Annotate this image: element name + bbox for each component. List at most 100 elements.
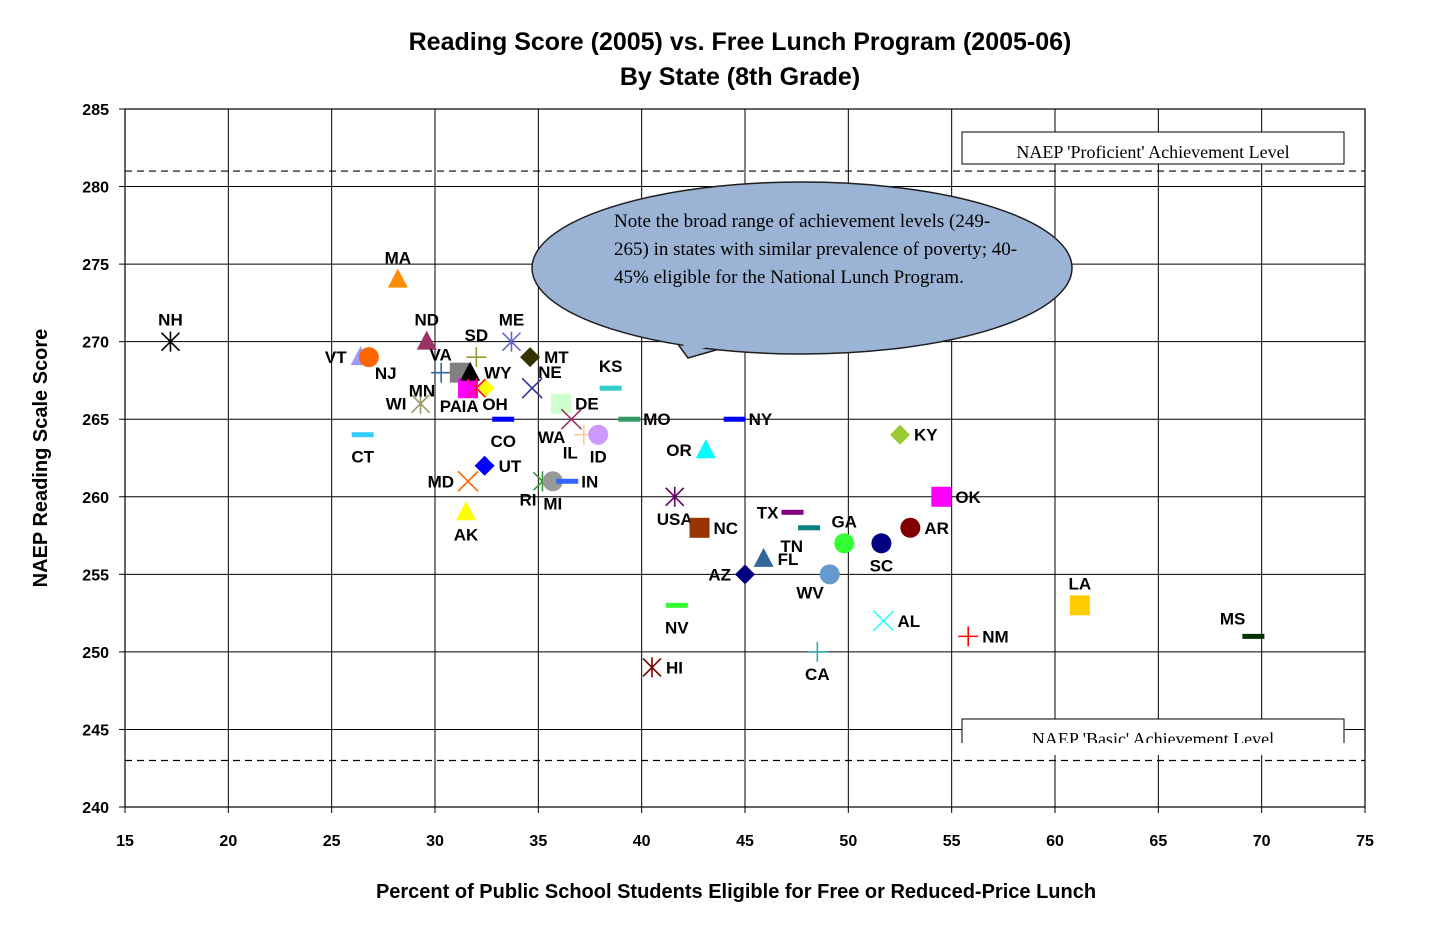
point-label: KS — [599, 357, 623, 376]
point-AR: AR — [900, 517, 949, 538]
x-tick-label: 75 — [1356, 833, 1374, 850]
point-label: CO — [490, 432, 516, 451]
annotation-callout: Note the broad range of achievement leve… — [531, 181, 1073, 359]
marker-star — [160, 331, 181, 352]
point-KY: KY — [890, 424, 938, 445]
point-label: RI — [519, 490, 536, 509]
point-label: ID — [590, 448, 607, 467]
y-tick-label: 270 — [82, 335, 109, 352]
x-tick-label: 15 — [116, 833, 134, 850]
point-TX: TX — [757, 503, 804, 522]
y-tick-label: 285 — [82, 102, 109, 119]
marker-triangle — [460, 361, 481, 381]
point-label: AR — [924, 519, 949, 538]
marker-square — [458, 378, 479, 399]
point-HI: HI — [642, 657, 683, 677]
y-tick-label: 240 — [82, 800, 109, 817]
marker-dash — [556, 478, 579, 484]
point-label: WA — [538, 428, 565, 447]
marker-star — [410, 393, 431, 414]
point-MN: MN — [409, 362, 452, 401]
point-NM: NM — [958, 626, 1009, 647]
marker-diamond — [474, 455, 495, 476]
point-MT: MT — [520, 347, 569, 368]
point-AL: AL — [872, 610, 920, 632]
point-label: TX — [757, 503, 779, 522]
point-label: WI — [386, 395, 407, 414]
point-label: DE — [575, 395, 599, 414]
point-label: PA — [440, 397, 462, 416]
marker-cross — [457, 470, 479, 492]
marker-square — [931, 486, 952, 507]
marker-dash — [723, 416, 746, 422]
point-label: NH — [158, 311, 183, 330]
point-label: IL — [563, 444, 578, 463]
x-tick-label: 55 — [943, 833, 961, 850]
marker-cross — [872, 610, 895, 632]
point-label: MN — [409, 382, 435, 401]
point-CT: CT — [351, 432, 375, 467]
point-label: IN — [581, 472, 598, 491]
point-NY: NY — [723, 410, 773, 429]
point-ID: ID — [588, 424, 609, 467]
marker-circle — [900, 517, 921, 538]
chart-title: Reading Score (2005) vs. Free Lunch Prog… — [409, 28, 1072, 56]
point-NJ: NJ — [358, 347, 397, 383]
marker-square — [1069, 595, 1090, 616]
x-tick-label: 25 — [323, 833, 341, 850]
marker-triangle — [695, 439, 716, 459]
marker-dash — [351, 432, 374, 438]
point-label: HI — [666, 658, 683, 677]
marker-star — [501, 331, 522, 352]
point-USA: USA — [657, 486, 693, 529]
point-OR: OR — [666, 439, 716, 460]
marker-triangle — [456, 501, 476, 521]
x-tick-label: 70 — [1253, 833, 1271, 850]
y-tick-label: 245 — [82, 722, 109, 739]
point-MS: MS — [1220, 609, 1265, 639]
point-WI: WI — [386, 393, 431, 414]
marker-cross — [560, 408, 582, 430]
y-tick-label: 275 — [82, 257, 109, 274]
point-label: AZ — [708, 565, 731, 584]
point-CO: CO — [490, 416, 516, 451]
point-label: AK — [454, 525, 479, 544]
point-UT: UT — [474, 455, 522, 476]
point-GA: GA — [831, 512, 857, 554]
x-tick-label: 60 — [1046, 833, 1064, 850]
marker-plus — [807, 641, 828, 662]
reference-lines — [125, 170, 1365, 762]
marker-diamond — [890, 424, 910, 445]
point-OK: OK — [931, 486, 982, 507]
x-tick-label: 30 — [426, 833, 444, 850]
point-label: VA — [429, 346, 451, 365]
marker-dash — [781, 509, 804, 515]
point-AZ: AZ — [708, 564, 755, 585]
marker-star — [665, 486, 685, 507]
point-label: NC — [714, 519, 739, 538]
y-tick-label: 260 — [82, 490, 109, 507]
point-label: ME — [499, 311, 525, 330]
marker-circle — [542, 471, 563, 492]
point-NH: NH — [158, 311, 183, 352]
point-label: OR — [666, 441, 692, 460]
x-axis-label: Percent of Public School Students Eligib… — [376, 881, 1096, 903]
point-label: NV — [665, 618, 689, 637]
point-label: MI — [543, 494, 562, 513]
point-label: OK — [955, 488, 981, 507]
marker-circle — [358, 347, 379, 368]
point-ND: ND — [414, 311, 439, 350]
point-label: AL — [897, 612, 920, 631]
point-label: MD — [428, 472, 454, 491]
point-label: SD — [465, 326, 489, 345]
marker-circle — [834, 533, 855, 554]
point-label: SC — [870, 556, 894, 575]
point-SD: SD — [465, 326, 489, 368]
point-MD: MD — [428, 470, 479, 492]
point-WY: WY — [460, 361, 512, 383]
x-tick-label: 35 — [529, 833, 547, 850]
point-label: TN — [780, 537, 803, 556]
point-label: NY — [749, 410, 773, 429]
basic-level-box: NAEP 'Basic' Achievement Level — [958, 718, 1348, 755]
